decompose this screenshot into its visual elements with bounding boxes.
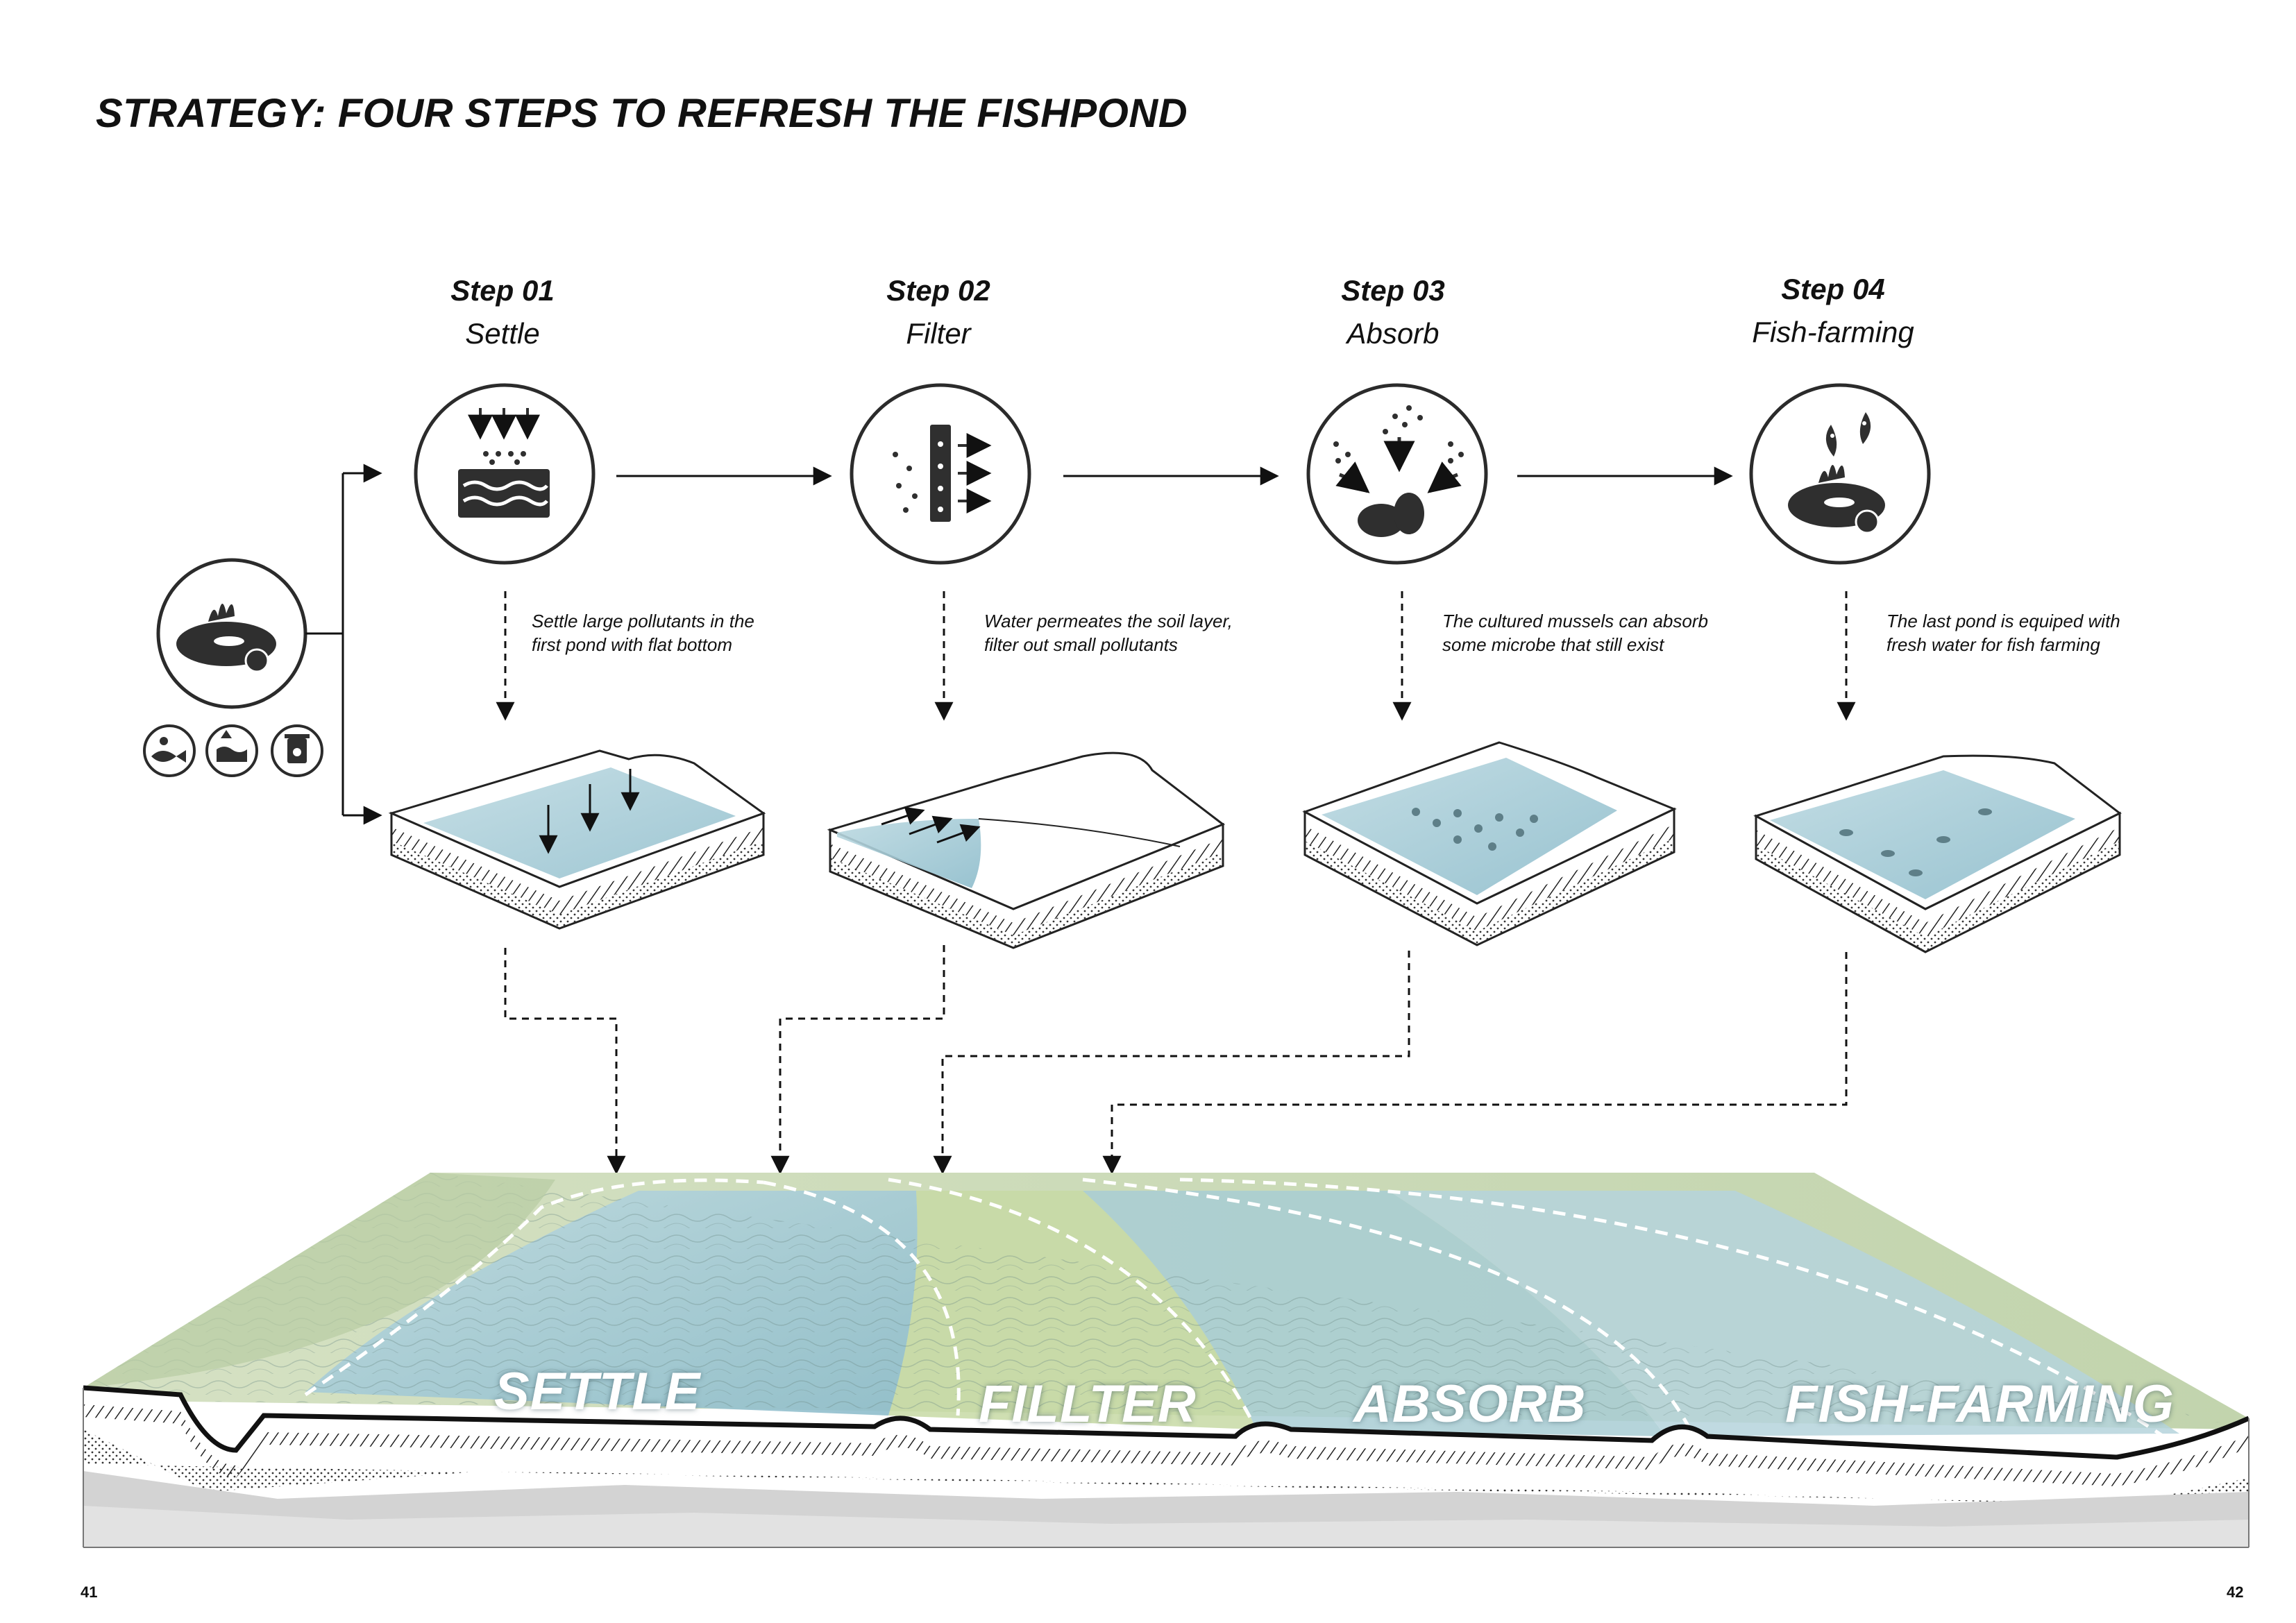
dead-fish-icon [143,724,196,777]
step-1-icon-circle [414,383,596,565]
step-2-block [827,751,1226,949]
step-2-name: Filter [906,317,971,350]
fish-farming-icon [1788,412,1885,534]
step-2-description-line2: filter out small pollutants [984,634,1178,655]
step-3-name: Absorb [1347,317,1440,350]
step-2-icon-circle [850,383,1031,565]
page-number-right: 42 [2227,1583,2244,1601]
step-1-block [388,749,766,930]
landscape-section [83,1173,2250,1548]
polluted-water-icon [205,724,258,777]
block-to-landscape-connectors [504,945,1848,1175]
step-4-number: Step 04 [1781,273,1885,305]
zone-label-filter: FILLTER [979,1375,1197,1434]
step-4-block [1753,754,2122,953]
page-number-left: 41 [81,1583,98,1601]
step-4-icon-circle [1749,383,1931,565]
step-2-description: Water permeates the soil layer, filter o… [984,609,1276,656]
step-4-description-line1: The last pond is equiped with [1886,611,2120,631]
step-1-number: Step 01 [450,274,555,307]
zone-label-fish-farming: FISH-FARMING [1785,1375,2175,1434]
step-1-heading: Step 01 Settle [357,274,648,350]
step-2-number: Step 02 [886,274,990,307]
zone-label-absorb: ABSORB [1353,1375,1587,1434]
source-pond-node [156,558,307,709]
zone-label-settle: SETTLE [494,1362,701,1421]
step-4-name: Fish-farming [1752,316,1914,348]
page-title: STRATEGY: FOUR STEPS TO REFRESH THE FISH… [96,91,1188,136]
step-3-icon-circle [1306,383,1488,565]
step-1-description-line1: Settle large pollutants in the [532,611,754,631]
step-2-heading: Step 02 Filter [793,274,1084,350]
step-4-description: The last pond is equiped with fresh wate… [1886,609,2178,656]
step-down-arrows [496,591,1856,721]
settle-icon [458,408,550,518]
step-1-description-line2: first pond with flat bottom [532,634,733,655]
step-3-description-line2: some microbe that still exist [1442,634,1664,655]
step-4-heading: Step 04 Fish-farming [1687,273,1979,349]
waste-bin-icon [271,724,323,777]
step-2-description-line1: Water permeates the soil layer, [984,611,1233,631]
step-3-block [1302,741,1677,946]
step-3-description-line1: The cultured mussels can absorb [1442,611,1708,631]
step-3-description: The cultured mussels can absorb some mic… [1442,609,1734,656]
filter-icon [893,425,992,522]
step-3-number: Step 03 [1341,274,1445,307]
step-4-description-line2: fresh water for fish farming [1886,634,2100,655]
pond-icon [176,603,276,673]
step-1-description: Settle large pollutants in the first pon… [532,609,823,656]
step-1-name: Settle [465,317,540,350]
absorb-icon [1333,405,1464,537]
step-3-heading: Step 03 Absorb [1247,274,1539,350]
source-branch-connector [305,464,382,825]
